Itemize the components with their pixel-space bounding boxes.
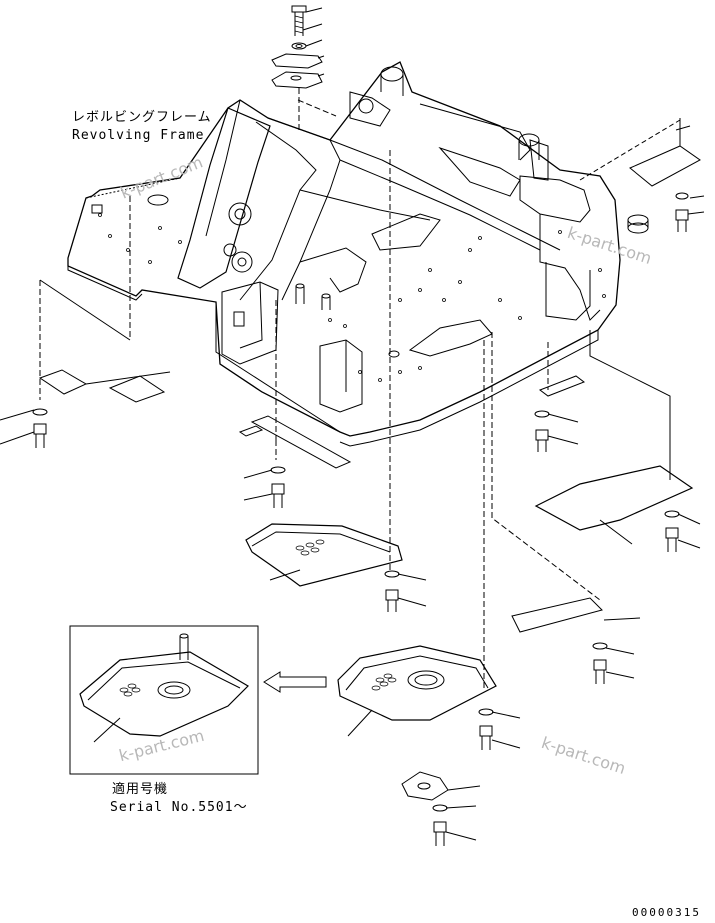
right-top-cover (579, 118, 705, 234)
revolving-frame-label-jp: レボルビングフレーム (72, 110, 212, 125)
inset-detail (69, 625, 259, 775)
swing-cover-assembly (337, 340, 521, 846)
revolving-frame (67, 61, 621, 447)
left-under-cover (0, 196, 171, 448)
right-middle-cover (534, 330, 701, 552)
applicable-serial-label-jp: 適用号機 (112, 782, 169, 797)
right-lower-cover (491, 332, 641, 684)
center-left-cover (238, 300, 403, 587)
revolving-frame-label-en: Revolving Frame (72, 128, 205, 143)
diagram-code: 00000315 (632, 906, 701, 919)
center-bolts (384, 150, 427, 612)
direction-arrow (263, 671, 327, 693)
top-cover-assembly (271, 5, 337, 130)
serial-number-label: Serial No.5501～ (110, 800, 248, 815)
